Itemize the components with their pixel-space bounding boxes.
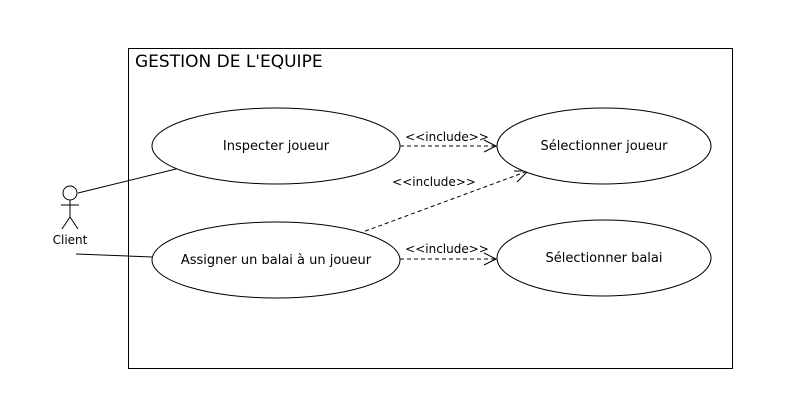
actor-left-leg	[61, 216, 71, 230]
include-label-3: <<include>>	[405, 242, 489, 256]
actor-right-leg	[69, 216, 79, 230]
use-case-selectionner-joueur: Sélectionner joueur	[496, 107, 712, 185]
include-arrowhead-2	[514, 170, 530, 183]
use-case-label: Sélectionner balai	[545, 251, 662, 266]
include-label-2: <<include>>	[392, 175, 476, 189]
use-case-assigner-balai: Assigner un balai à un joueur	[151, 221, 401, 299]
use-case-selectionner-balai: Sélectionner balai	[496, 219, 712, 297]
include-arrow-assigner-selectionner-joueur	[351, 170, 529, 237]
use-case-ellipse	[496, 219, 712, 297]
system-title: GESTION DE L'EQUIPE	[135, 52, 323, 72]
include-arrowhead-1	[483, 139, 498, 153]
system-boundary	[128, 48, 733, 369]
use-case-ellipse	[151, 107, 401, 185]
actor-label: Client	[53, 233, 88, 247]
use-case-label: Inspecter joueur	[223, 139, 330, 154]
use-case-ellipse	[496, 107, 712, 185]
include-label-1: <<include>>	[405, 130, 489, 144]
actor-head	[62, 185, 78, 201]
include-arrowhead-3	[483, 252, 498, 266]
use-case-inspecter-joueur: Inspecter joueur	[151, 107, 401, 185]
use-case-ellipse	[151, 221, 401, 299]
actor-client: Client	[53, 185, 88, 247]
association-client-assigner	[75, 253, 153, 258]
association-client-inspecter	[77, 167, 181, 194]
use-case-label: Sélectionner joueur	[540, 139, 668, 154]
use-case-label: Assigner un balai à un joueur	[181, 253, 372, 268]
